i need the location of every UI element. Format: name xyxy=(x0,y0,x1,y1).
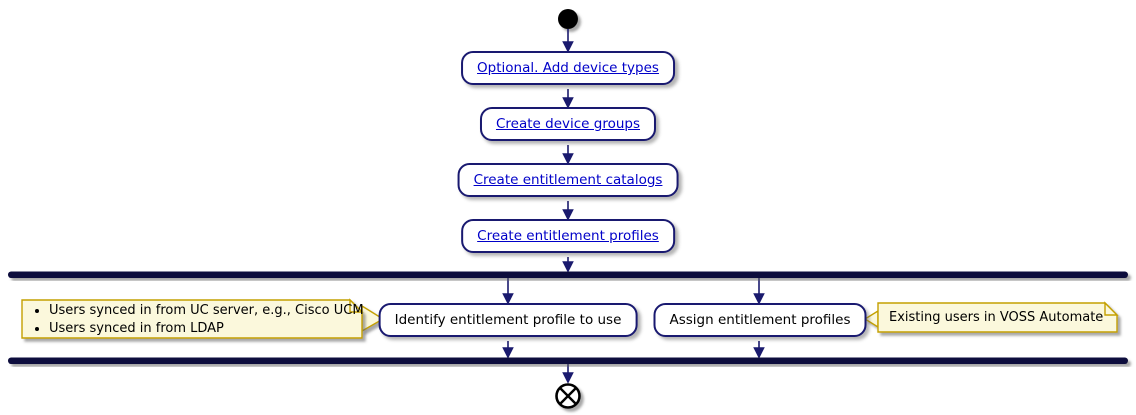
note-left-shape xyxy=(21,298,385,339)
arrowhead-icon xyxy=(562,41,574,53)
end-node-icon xyxy=(555,383,581,409)
arrowhead-icon xyxy=(753,293,765,305)
activity-add-device-types[interactable]: Optional. Add device types xyxy=(461,51,675,85)
activity-label: Identify entitlement profile to use xyxy=(394,312,622,328)
arrowhead-icon xyxy=(562,97,574,109)
activity-link-label: Optional. Add device types xyxy=(477,60,659,76)
activity-link-label: Create device groups xyxy=(495,116,641,132)
note-right-pointer xyxy=(863,309,879,329)
activity-create-entitlement-catalogs[interactable]: Create entitlement catalogs xyxy=(457,163,679,197)
start-node-icon xyxy=(558,9,578,29)
activity-create-entitlement-profiles[interactable]: Create entitlement profiles xyxy=(461,219,675,253)
note-left-fold-icon xyxy=(349,298,364,313)
note-right-fold-icon xyxy=(1104,301,1119,316)
note-right-shape xyxy=(863,301,1119,333)
note-right-text: Existing users in VOSS Automate xyxy=(889,310,1104,325)
note-line: Users synced in from UC server, e.g., Ci… xyxy=(49,302,374,320)
flow-arrows xyxy=(502,29,765,384)
note-line: Users synced in from LDAP xyxy=(49,320,374,338)
arrowhead-icon xyxy=(753,347,765,359)
activity-create-device-groups[interactable]: Create device groups xyxy=(479,107,657,141)
arrowhead-icon xyxy=(502,347,514,359)
note-left-body xyxy=(21,299,363,339)
join-bar xyxy=(8,357,1128,364)
activity-identify-entitlement-profile: Identify entitlement profile to use xyxy=(378,303,638,337)
arrowhead-icon xyxy=(562,153,574,165)
note-left-text: Users synced in from UC server, e.g., Ci… xyxy=(32,302,374,337)
arrowhead-icon xyxy=(562,372,574,384)
arrowhead-icon xyxy=(502,293,514,305)
note-right-body xyxy=(877,302,1118,333)
activity-assign-entitlement-profiles: Assign entitlement profiles xyxy=(653,303,867,337)
end-node-x-stroke xyxy=(559,387,577,405)
arrowhead-icon xyxy=(562,209,574,221)
arrowhead-icon xyxy=(562,261,574,273)
activity-link-label: Create entitlement profiles xyxy=(477,228,659,244)
activity-link-label: Create entitlement catalogs xyxy=(473,172,663,188)
activity-label: Assign entitlement profiles xyxy=(669,312,851,328)
fork-bar xyxy=(8,271,1128,278)
